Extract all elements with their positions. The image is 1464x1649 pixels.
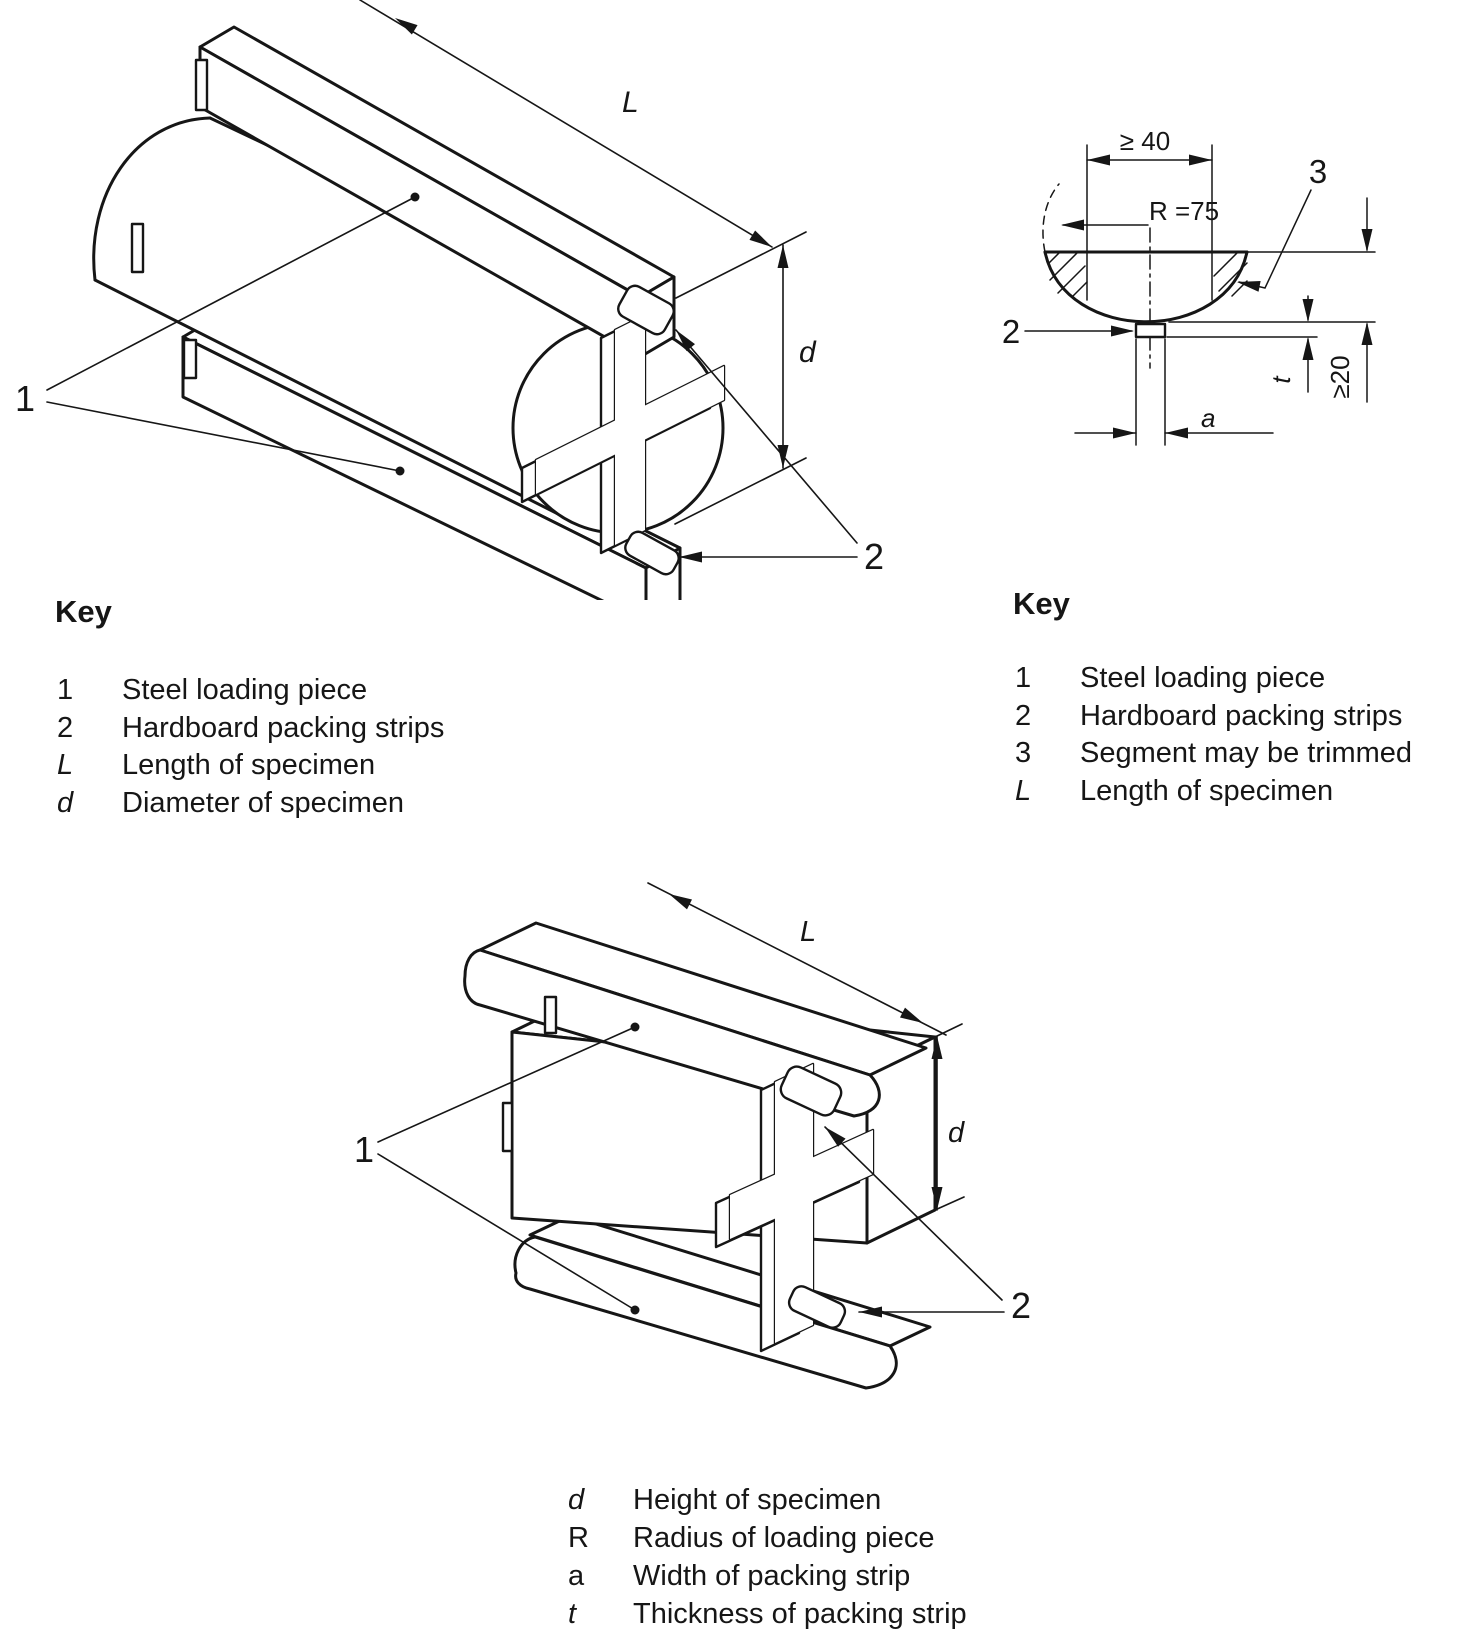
key-item: L Length of specimen (57, 747, 444, 785)
ref-1-label: 1 (15, 378, 35, 419)
key-desc: Length of specimen (1080, 774, 1334, 807)
key-desc: Steel loading piece (1080, 662, 1326, 694)
leader-packing-strips: 2 (821, 1122, 1031, 1326)
key-symbol: 3 (1015, 737, 1032, 769)
key-item: 3 Segment may be trimmed (1015, 735, 1412, 773)
log-specimen-diagram: L d 1 2 (15, 0, 884, 600)
dimension-height: d (931, 1023, 965, 1211)
keeper-plate (130, 222, 145, 274)
dimension-radius: R =75 (1061, 196, 1219, 231)
key-desc: Hardboard packing strips (122, 711, 445, 744)
key-item: d Diameter of specimen (57, 785, 444, 823)
ref-2-label: 2 (864, 536, 884, 577)
square-specimen-diagram: L d 1 2 (354, 882, 1031, 1390)
key-item: 2 Hardboard packing strips (1015, 698, 1412, 736)
hatch-right-segment (1213, 251, 1248, 297)
dimension-length: L (359, 0, 775, 252)
dimension-min-width: ≥ 40 (1086, 126, 1213, 301)
key-symbol: L (1015, 774, 1032, 807)
packing-strip-top (617, 284, 675, 336)
key-symbol: R (568, 1522, 589, 1554)
loading-piece-top (194, 25, 676, 359)
cross-fixture (520, 313, 726, 555)
keeper-plate (501, 1101, 514, 1153)
key-item: 1 Steel loading piece (57, 672, 444, 710)
keeper-plate (194, 58, 209, 112)
loading-piece-top (463, 921, 928, 1118)
key-item: a Width of packing strip (568, 1557, 967, 1595)
key-desc: Height of specimen (633, 1484, 882, 1516)
key-desc: Thickness of packing strip (633, 1598, 967, 1630)
key-symbol: 2 (57, 711, 74, 744)
specimen-section (1042, 183, 1249, 369)
diameter-label: d (799, 336, 817, 369)
leader-steel-loading-piece: 1 (354, 1022, 640, 1315)
key-desc: Steel loading piece (122, 674, 368, 706)
leader-packing-strip: 2 (1002, 313, 1134, 350)
ref-1-label: 1 (354, 1129, 374, 1170)
hatch-left-segment (1047, 251, 1088, 298)
key-symbol: 1 (57, 674, 74, 706)
section-arc (1043, 250, 1249, 324)
key-desc: Length of specimen (122, 749, 376, 781)
key-item: R Radius of loading piece (568, 1519, 967, 1557)
dimension-diameter: d (674, 231, 817, 525)
leader-trimmed-segment: 3 (1235, 153, 1327, 292)
key-symbol: a (568, 1560, 585, 1592)
key-item: t Thickness of packing strip (568, 1595, 967, 1633)
ref-2-label: 2 (1011, 1285, 1031, 1326)
packing-strip-top (779, 1065, 843, 1117)
key-symbol: t (568, 1598, 577, 1630)
key-symbol: 1 (1015, 662, 1032, 694)
dimension-strip-width: a (1074, 338, 1274, 446)
packing-strip-bottom (624, 530, 680, 576)
key-bottom: d Height of specimen R Radius of loading… (568, 1481, 967, 1633)
extension-lines (1166, 251, 1376, 338)
packing-strip-bottom (787, 1285, 847, 1329)
key-right: 1 Steel loading piece 2 Hardboard packin… (1015, 660, 1412, 810)
cross-section-detail-diagram: ≥ 40 R =75 t ≥20 (1002, 126, 1376, 446)
key-right-title: Key (1013, 586, 1070, 621)
length-label: L (622, 86, 639, 119)
min-width-label: ≥ 40 (1120, 126, 1170, 156)
radius-label: R =75 (1149, 196, 1219, 226)
key-left-title: Key (55, 594, 112, 629)
dimension-length: L (647, 882, 947, 1036)
dimension-min-height: ≥20 (1325, 197, 1373, 403)
keeper-plate (543, 995, 558, 1035)
leader-steel-loading-piece: 1 (15, 192, 420, 476)
key-item: 2 Hardboard packing strips (57, 710, 444, 748)
key-symbol: d (568, 1484, 585, 1516)
min-height-label: ≥20 (1325, 355, 1355, 398)
key-desc: Hardboard packing strips (1080, 699, 1403, 732)
key-item: L Length of specimen (1015, 773, 1412, 811)
packing-strip-section (1134, 322, 1167, 339)
strip-thickness-label: t (1266, 375, 1296, 384)
key-symbol: d (57, 786, 74, 819)
height-label: d (948, 1117, 965, 1149)
ref-2-label: 2 (1002, 313, 1020, 350)
cross-fixture (714, 1062, 875, 1353)
dimension-strip-thickness: t (1266, 295, 1314, 393)
ref-3-label: 3 (1309, 153, 1327, 190)
key-desc: Diameter of specimen (122, 786, 405, 819)
keeper-plate (182, 338, 198, 380)
length-label: L (800, 916, 816, 948)
key-desc: Segment may be trimmed (1080, 737, 1413, 769)
key-symbol: 2 (1015, 699, 1032, 732)
untrimmed-arc-dashed (1042, 183, 1060, 253)
strip-width-label: a (1201, 403, 1215, 433)
key-symbol: L (57, 749, 74, 781)
key-desc: Width of packing strip (633, 1560, 911, 1592)
key-item: 1 Steel loading piece (1015, 660, 1412, 698)
leader-packing-strips: 2 (671, 326, 884, 577)
key-left: 1 Steel loading piece 2 Hardboard packin… (57, 672, 444, 822)
log-end-arc (92, 116, 212, 282)
key-desc: Radius of loading piece (633, 1522, 935, 1554)
key-item: d Height of specimen (568, 1481, 967, 1519)
